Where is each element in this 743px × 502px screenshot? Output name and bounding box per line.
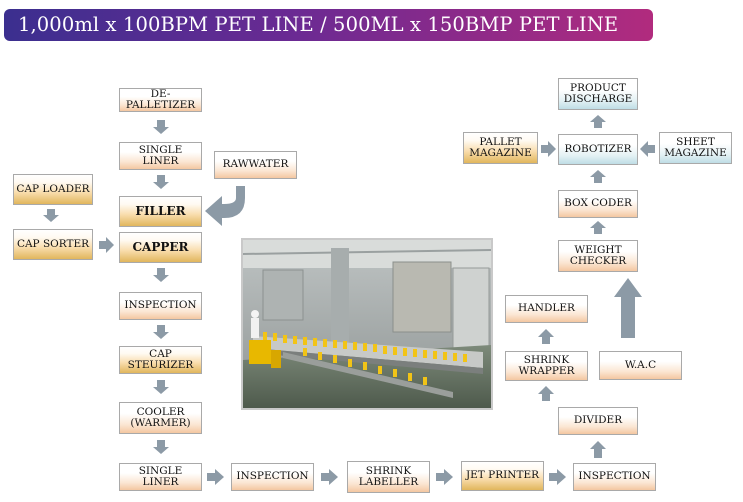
rawwater-box: RAWWATER xyxy=(214,151,297,179)
wac-box: W.A.C xyxy=(599,351,682,380)
arrow-down xyxy=(43,209,59,222)
inspection-box-3: INSPECTION xyxy=(573,463,656,491)
factory-photo-illustration xyxy=(243,240,491,408)
arrow-right xyxy=(207,469,224,485)
single-liner-box-1: SINGLE LINER xyxy=(119,142,202,170)
cooler-box: COOLER (WARMER) xyxy=(119,402,202,434)
arrow-down xyxy=(153,325,169,339)
arrow-up-large xyxy=(614,278,642,338)
inspection-box-2: INSPECTION xyxy=(231,463,314,491)
arrow-down xyxy=(153,175,169,189)
single-liner-box-2: SINGLE LINER xyxy=(119,463,202,491)
jet-printer-box: JET PRINTER xyxy=(461,461,544,491)
arrow-up xyxy=(538,386,554,401)
arrow-up xyxy=(590,115,606,128)
sheet-magazine-box: SHEET MAGAZINE xyxy=(659,132,732,164)
capper-box: CAPPER xyxy=(119,232,202,263)
product-discharge-box: PRODUCT DISCHARGE xyxy=(558,78,638,110)
factory-photo xyxy=(241,238,493,410)
arrow-right xyxy=(549,469,566,485)
arrow-right xyxy=(99,237,114,253)
shrink-labeller-box: SHRINK LABELLER xyxy=(347,461,430,493)
arrow-up xyxy=(590,170,606,183)
shrink-wrapper-box: SHRINK WRAPPER xyxy=(505,351,588,381)
arrow-down xyxy=(153,380,169,394)
cap-loader-box: CAP LOADER xyxy=(13,174,93,205)
weight-checker-box: WEIGHT CHECKER xyxy=(558,240,638,272)
divider-box: DIVIDER xyxy=(558,407,638,435)
arrow-right xyxy=(321,469,338,485)
arrow-left xyxy=(640,141,655,157)
arrow-curved xyxy=(205,186,245,226)
cap-steurizer-box: CAP STEURIZER xyxy=(119,346,202,374)
arrow-down xyxy=(153,120,169,134)
page-title: 1,000ml x 100BPM PET LINE / 500ML x 150B… xyxy=(4,9,653,41)
arrow-down xyxy=(153,440,169,454)
cap-sorter-box: CAP SORTER xyxy=(13,229,93,260)
arrow-right xyxy=(436,469,453,485)
arrow-up xyxy=(590,221,606,234)
inspection-box-1: INSPECTION xyxy=(119,292,202,320)
handler-box: HANDLER xyxy=(505,295,588,323)
arrow-up xyxy=(538,329,554,344)
arrow-up xyxy=(590,441,606,458)
depalletizer-box: DE-PALLETIZER xyxy=(119,88,202,112)
arrow-right xyxy=(541,141,556,157)
box-coder-box: BOX CODER xyxy=(558,190,638,218)
robotizer-box: ROBOTIZER xyxy=(558,134,638,165)
pallet-magazine-box: PALLET MAGAZINE xyxy=(463,132,538,164)
arrow-down xyxy=(153,268,169,282)
filler-box: FILLER xyxy=(119,196,202,227)
